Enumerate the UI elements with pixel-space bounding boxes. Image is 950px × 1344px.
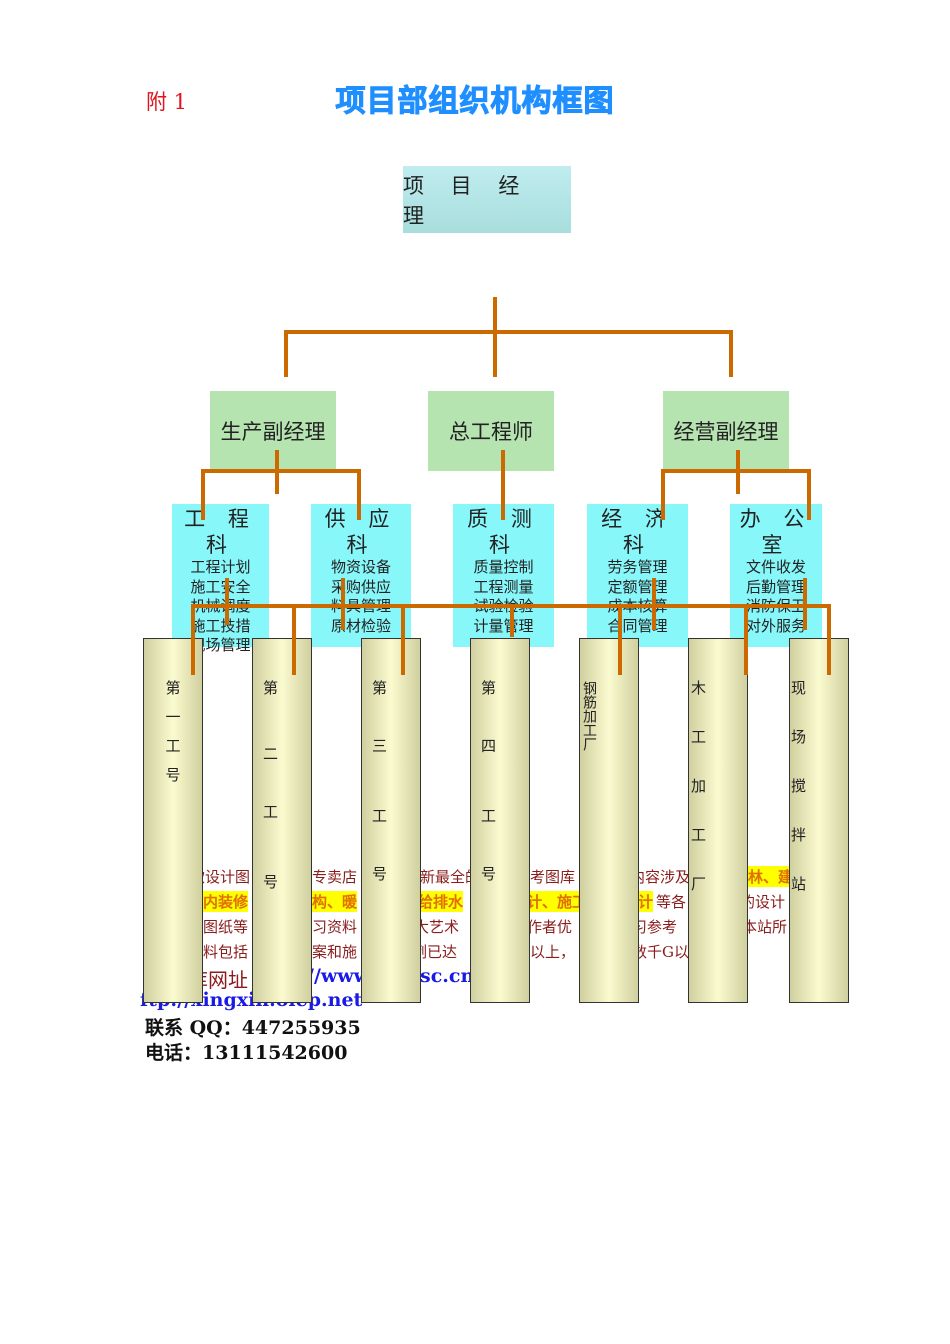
dept-item: 劳务管理 [607, 558, 668, 576]
connector [284, 297, 733, 377]
bg-text: 考图库 [530, 868, 576, 886]
dept-title: 质 测 科 [467, 507, 540, 557]
team-3: 第 三 工 号 [361, 638, 421, 1003]
bg-link[interactable]: ://www [300, 965, 370, 987]
bg-text: 习资料 [312, 918, 358, 936]
connector [225, 578, 807, 675]
team-char: 号 [372, 865, 388, 883]
bg-link[interactable]: sc.cn [420, 965, 475, 987]
dept-item: 对外服务 [745, 616, 806, 635]
team-char: 四 [481, 737, 497, 755]
team-rebar-workshop: 钢筋加工厂 [579, 638, 639, 1003]
dept-item: 后勤管理 [745, 577, 806, 596]
team-4: 第 四 工 号 [470, 638, 530, 1003]
team-char: 站 [791, 875, 807, 893]
dept-item: 物资设备 [330, 558, 391, 576]
bg-text: 款设计图 [190, 868, 251, 886]
business-deputy-box: 经营副经理 [663, 391, 789, 471]
team-char: 木 [691, 679, 707, 697]
dept-supply: 供 应 科 物资设备 采购供应 料具管理 原材检验 [311, 504, 411, 647]
dept-engineering: 工 程 科 工程计划 施工安全 机械调度 施工技措 现场管理 [172, 504, 269, 654]
team-char: 一 [165, 708, 181, 726]
team-char: 号 [263, 873, 279, 891]
team-char: 工 [165, 737, 181, 755]
team-char: 厂 [691, 875, 707, 893]
bg-text: 大艺术 [414, 918, 460, 936]
dept-item: 采购供应 [330, 577, 391, 596]
bg-text: 习参考 [632, 918, 678, 936]
dept-item: 计量管理 [473, 616, 534, 635]
bg-text: 计、施工 [527, 891, 588, 912]
team-char: 拌 [791, 826, 807, 844]
connector [661, 450, 811, 520]
team-2: 第 二 工 号 [252, 638, 312, 1003]
team-char: 工 [691, 728, 707, 746]
bg-text: 计 [638, 891, 654, 912]
team-char: 三 [372, 737, 388, 755]
dept-item: 文件收发 [745, 558, 806, 576]
team-char: 二 [263, 745, 279, 763]
page-title: 项目部组织机构框图 [335, 84, 615, 120]
contact-phone: 电话：13111542600 [145, 1042, 348, 1064]
bg-text: 内装修 [203, 891, 249, 912]
bg-text: 等各 [656, 893, 687, 911]
team-char: 现 [791, 679, 807, 697]
bg-text: 构、暖 [312, 891, 358, 912]
dept-item: 工程测量 [473, 577, 534, 596]
bg-text: 本站所 [742, 918, 788, 936]
team-char: 钢筋加工厂 [581, 681, 597, 751]
team-char: 加 [691, 777, 707, 795]
bg-text: 案和施 [312, 943, 358, 961]
bg-text: 作者优 [527, 918, 573, 936]
bg-text: 数千G以 [632, 943, 689, 961]
bg-text: 以上， [530, 943, 576, 961]
dept-item: 质量控制 [473, 558, 534, 576]
project-manager-box: 项 目 经 理 [403, 166, 571, 233]
bg-text: 给排水 [418, 891, 464, 912]
contact-qq: 联系 QQ：447255935 [145, 1017, 361, 1039]
team-mixing-station: 现 场 搅 拌 站 [789, 638, 849, 1003]
dept-item: 工程计划 [190, 558, 251, 576]
team-char: 第 [263, 679, 279, 697]
bg-text: 新最全的 [420, 868, 481, 886]
team-char: 场 [791, 728, 807, 746]
team-char: 号 [165, 766, 181, 784]
connector [201, 450, 505, 520]
appendix-label: 附 1 [146, 90, 188, 114]
bg-text: 的设计 [740, 893, 786, 911]
dept-item: 施工技措 [190, 616, 251, 635]
team-char: 第 [481, 679, 497, 697]
team-char: 工 [263, 803, 279, 821]
dept-item: 施工安全 [190, 577, 251, 596]
dept-title: 办 公 室 [739, 507, 813, 557]
team-1: 第 一 工 号 [143, 638, 203, 1003]
bg-text: 例已达 [412, 943, 458, 961]
bg-text: 林、建 [748, 866, 794, 887]
chief-engineer-box: 总工程师 [428, 391, 554, 471]
bg-text: 专卖店 [312, 868, 358, 886]
team-char: 第 [165, 679, 181, 697]
dept-title: 经 济 科 [601, 507, 674, 557]
bg-text: 计图纸等 [188, 918, 249, 936]
team-char: 工 [372, 807, 388, 825]
dept-item: 原材检验 [330, 616, 391, 635]
dept-item: 现场管理 [190, 636, 251, 654]
bg-text: 内容涉及 [630, 868, 691, 886]
team-char: 号 [481, 865, 497, 883]
dept-title: 工 程 科 [184, 507, 257, 557]
bg-text: 资料包括 [188, 943, 249, 961]
team-char: 工 [481, 807, 497, 825]
team-char: 工 [691, 826, 707, 844]
team-char: 搅 [791, 777, 807, 795]
team-char: 第 [372, 679, 388, 697]
production-deputy-box: 生产副经理 [210, 391, 336, 471]
team-carpentry: 木 工 加 工 厂 [688, 638, 748, 1003]
dept-quality: 质 测 科 质量控制 工程测量 试验检验 计量管理 [453, 504, 554, 647]
